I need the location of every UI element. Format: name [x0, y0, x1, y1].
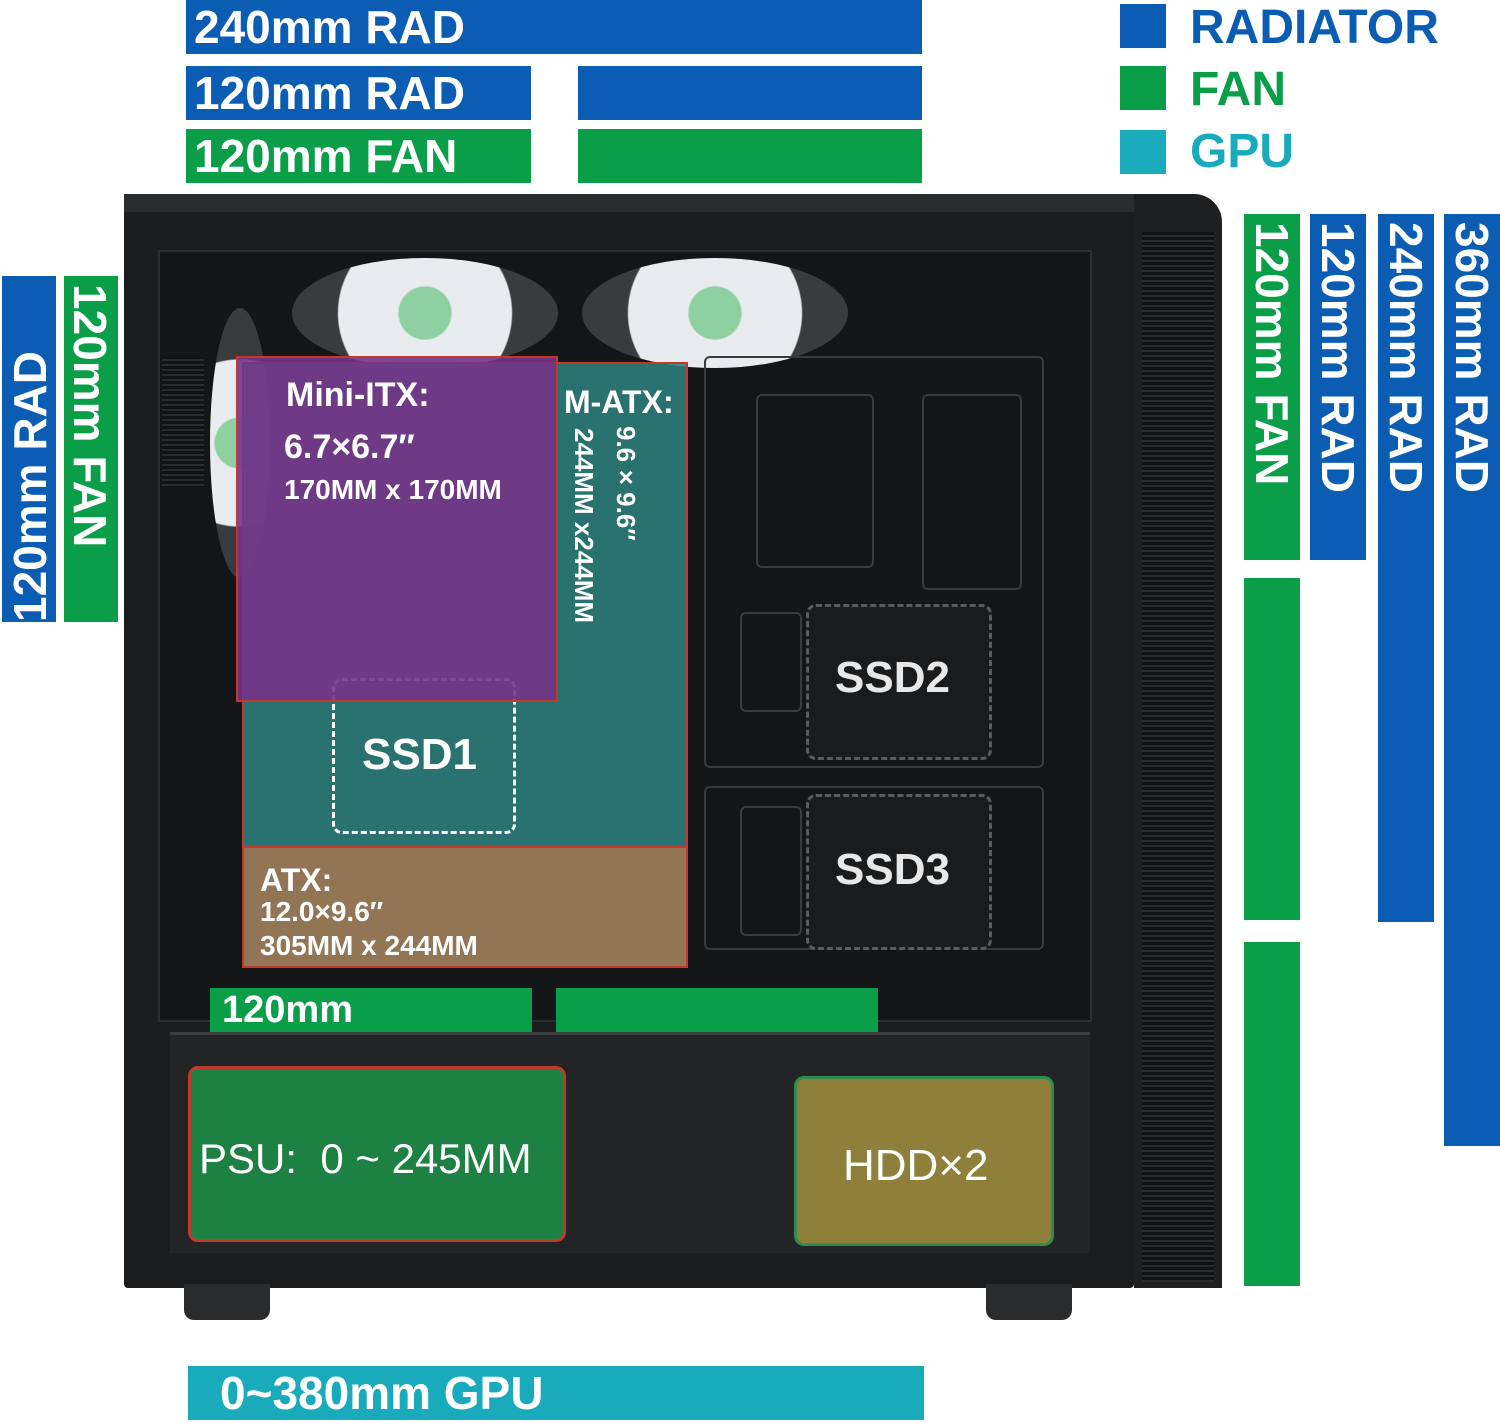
ssd3-label: SSD3 — [835, 845, 950, 894]
legend-swatch-gpu — [1120, 130, 1166, 174]
mini-itx-inches: 6.7×6.7″ — [284, 428, 415, 466]
gpu-length-bar: 0~380mm GPU — [188, 1366, 924, 1420]
rear-grille — [162, 356, 204, 486]
top-120mm-fan-bar: 120mm FAN — [186, 129, 531, 183]
top-240mm-rad-bar: 240mm RAD — [186, 0, 922, 54]
psu-zone: PSU: 0 ~ 245MM — [188, 1066, 566, 1242]
m-atx-inches: 9.6×9.6″ — [611, 426, 641, 541]
mini-itx-zone: Mini-ITX: 6.7×6.7″ 170MM x 170MM — [236, 356, 558, 702]
right-120mm-fan-bar-2 — [1244, 578, 1300, 920]
atx-title: ATX: — [260, 862, 333, 898]
ssd3-bay: SSD3 — [806, 794, 992, 950]
legend-label-fan: FAN — [1190, 63, 1286, 116]
hdd-bay: HDD×2 — [794, 1076, 1054, 1246]
bottom-120mm-fan-bar-2 — [556, 988, 878, 1032]
tray-cutout-4 — [740, 806, 802, 936]
m-atx-mm: 244MM x244MM — [569, 428, 599, 624]
ssd1-label: SSD1 — [362, 730, 477, 779]
psu-label: PSU: 0 ~ 245MM — [199, 1135, 532, 1182]
top-fan-1-icon — [292, 258, 558, 368]
right-360mm-rad-bar: 360mm RAD — [1444, 214, 1500, 1146]
foot-left — [184, 1284, 270, 1320]
legend-label-gpu: GPU — [1190, 125, 1295, 178]
tray-plate — [704, 356, 1044, 768]
front-mesh — [1142, 232, 1214, 1282]
atx-inches: 12.0×9.6″ — [260, 896, 384, 927]
legend-swatch-fan — [1120, 66, 1166, 110]
ssd2-bay: SSD2 — [806, 604, 992, 760]
right-120mm-fan-bar: 120mm FAN — [1244, 214, 1300, 560]
tray-cutout-3 — [740, 612, 802, 712]
mini-itx-mm: 170MM x 170MM — [284, 474, 502, 505]
top-120mm-rad-bar: 120mm RAD — [186, 66, 531, 120]
top-120mm-rad-bar-2 — [578, 66, 922, 120]
top-fan-2-icon — [582, 258, 848, 368]
legend-swatch-radiator — [1120, 4, 1166, 48]
bottom-120mm-fan-bar: 120mm — [210, 988, 532, 1032]
left-120mm-rad-bar: 120mm RAD — [2, 276, 56, 622]
tray-cutout-2 — [922, 394, 1022, 590]
atx-zone: ATX: 12.0×9.6″ 305MM x 244MM — [242, 846, 688, 968]
m-atx-title: M-ATX: — [564, 384, 674, 420]
tray-cutout-1 — [756, 394, 874, 568]
atx-mm: 305MM x 244MM — [260, 930, 478, 961]
ssd2-label: SSD2 — [835, 653, 950, 702]
left-120mm-fan-bar: 120mm FAN — [64, 276, 118, 622]
right-240mm-rad-bar: 240mm RAD — [1378, 214, 1434, 922]
top-120mm-fan-bar-2 — [578, 129, 922, 183]
right-120mm-rad-bar: 120mm RAD — [1310, 214, 1366, 560]
right-120mm-fan-bar-3 — [1244, 942, 1300, 1286]
mini-itx-title: Mini-ITX: — [286, 376, 430, 414]
case-top-rim — [124, 194, 1134, 212]
hdd-label: HDD×2 — [843, 1141, 989, 1190]
foot-right — [986, 1284, 1072, 1320]
legend-label-radiator: RADIATOR — [1190, 1, 1439, 54]
